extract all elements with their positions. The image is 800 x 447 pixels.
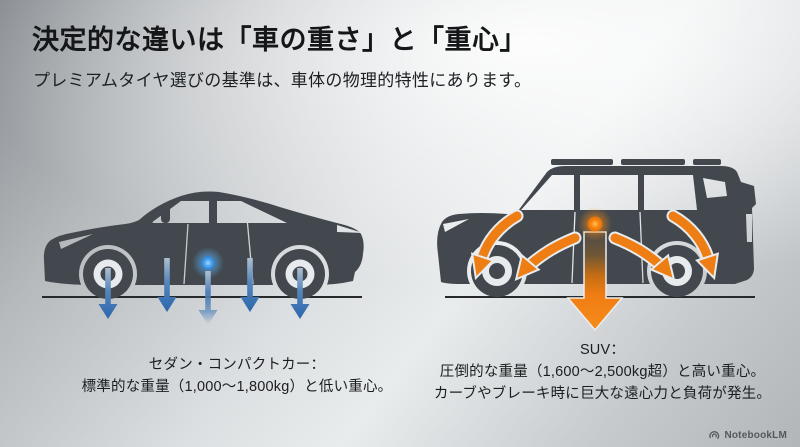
notebooklm-watermark: NotebookLM (708, 429, 787, 441)
notebooklm-logo-icon (709, 431, 720, 439)
down-arrow-icon (240, 258, 260, 312)
curved-arrow-icon (668, 211, 713, 263)
suv-caption-line3: カーブやブレーキ時に巨大な遠心力と負荷が発生。 (433, 386, 772, 402)
sedan-caption: セダン・コンパクトカー： 標準的な重量（1,000〜1,800kg）と低い重心。 (40, 354, 434, 398)
suv-caption: SUV： 圧倒的な重量（1,600〜2,500kg超）と高い重心。 カーブやブレ… (430, 339, 775, 405)
sedan-center-of-gravity-dot (192, 247, 224, 279)
sedan-mirror (139, 214, 154, 225)
arrowhead-icon (695, 252, 720, 281)
sedan-caption-line1: セダン・コンパクトカー： (148, 357, 326, 373)
suv-caption-line2: 圧倒的な重量（1,600〜2,500kg超）と高い重心。 (439, 364, 766, 380)
sedan-seat (161, 206, 170, 223)
suv-roof-rails (551, 159, 721, 165)
brand-label: NotebookLM (724, 429, 787, 441)
sedan-weight-arrows (98, 258, 310, 325)
suv-centrifugal-arrows (470, 209, 720, 282)
suv-illustration (437, 159, 756, 332)
sedan-caption-line2: 標準的な重量（1,000〜1,800kg）と低い重心。 (81, 379, 393, 395)
suv-main-force-arrow (566, 231, 624, 332)
arrowhead-icon (470, 252, 495, 281)
sedan-illustration (42, 191, 364, 325)
slide-title: 決定的な違いは「車の重さ」と「重心」 (32, 25, 527, 55)
arrowhead-icon (514, 253, 541, 282)
curved-arrow-icon (477, 211, 522, 263)
suv-center-of-gravity-dot (578, 207, 612, 241)
down-arrow-icon (98, 268, 118, 319)
curved-arrow-icon (526, 233, 580, 269)
down-arrow-icon (290, 268, 310, 319)
arrowhead-icon (649, 253, 676, 282)
curved-arrow-icon (610, 233, 664, 269)
down-arrow-icon (157, 258, 177, 312)
down-arrow-icon (198, 271, 218, 325)
slide-subtitle: プレミアムタイヤ選びの基準は、車体の物理的特性にあります。 (33, 71, 532, 90)
suv-caption-line1: SUV： (579, 342, 626, 358)
